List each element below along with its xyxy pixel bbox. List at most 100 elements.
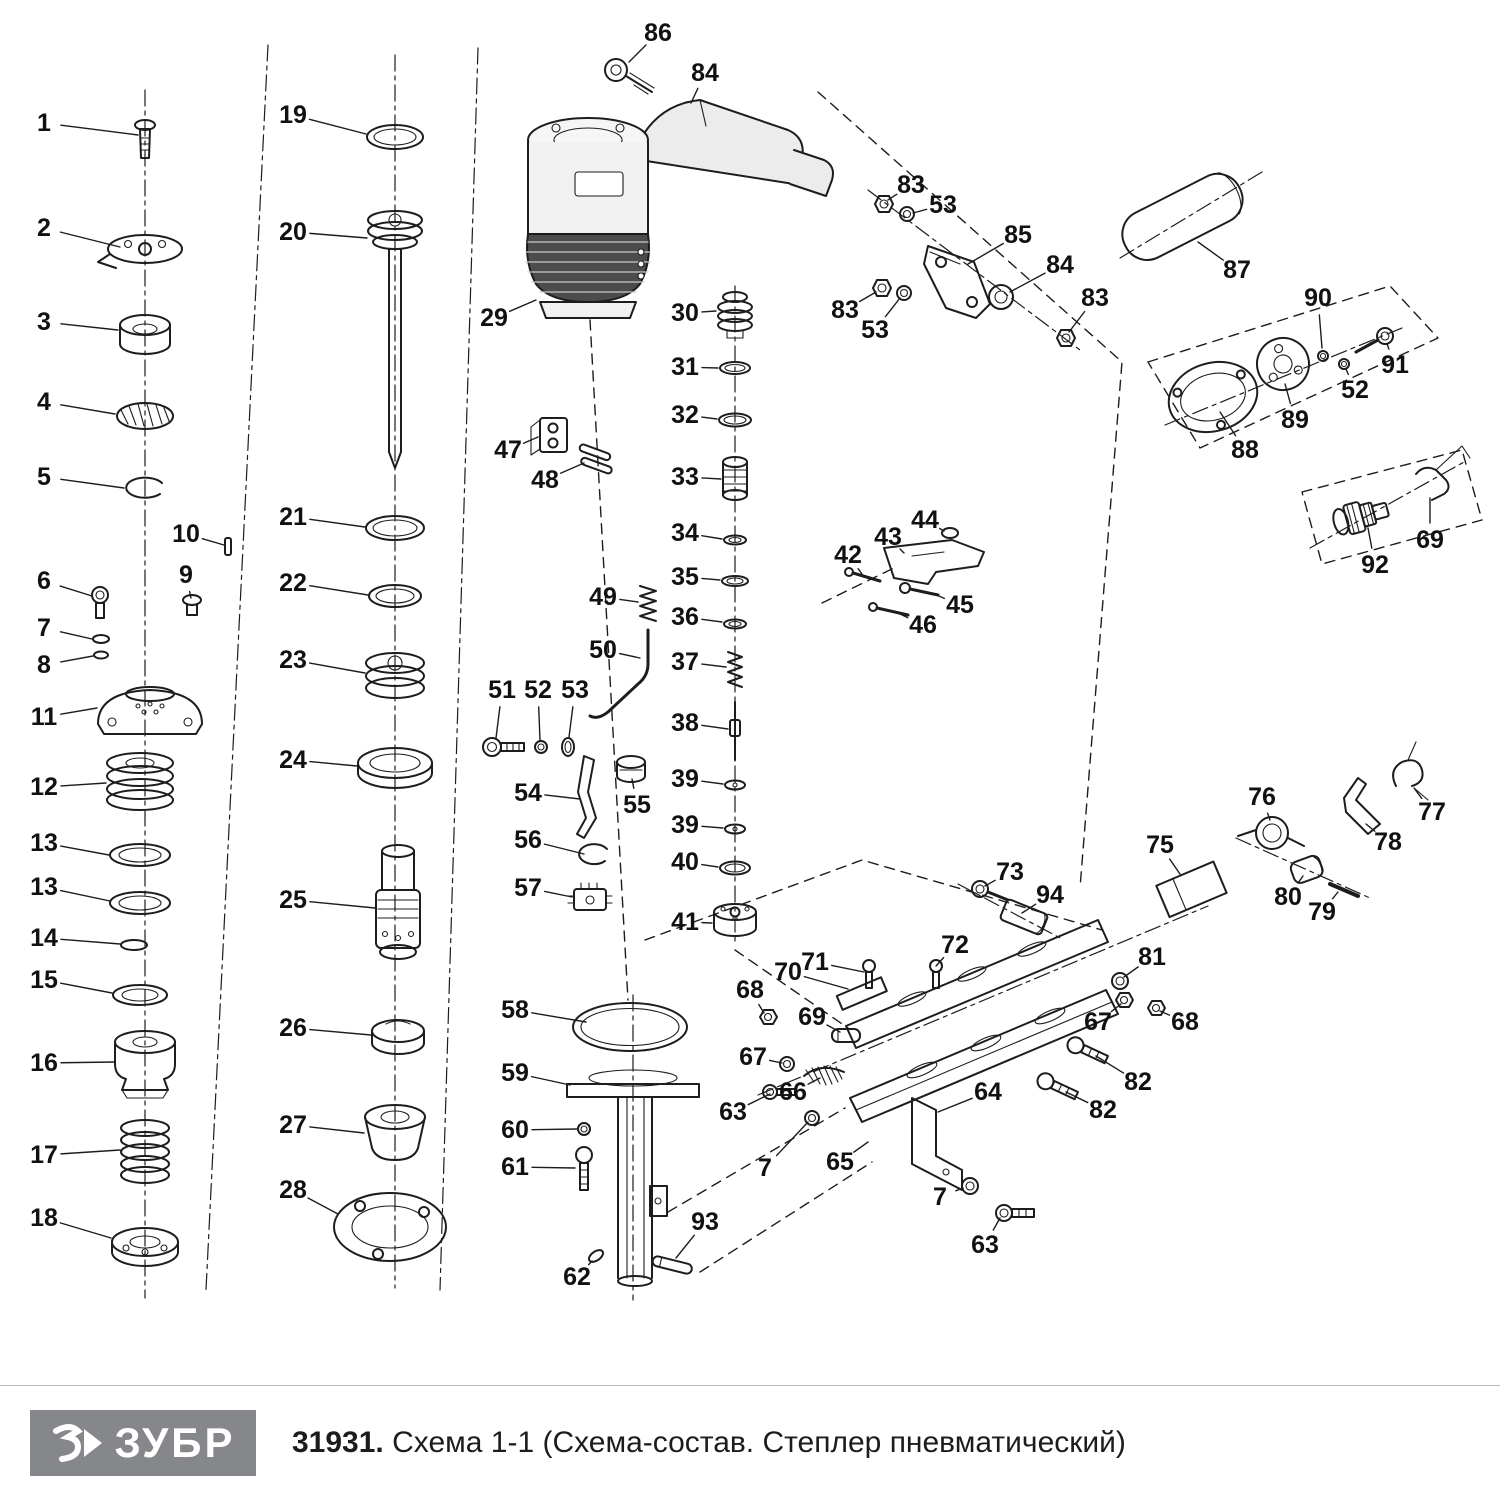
part-88-graphic xyxy=(1167,361,1259,433)
part-number-13: 13 xyxy=(30,873,58,901)
part-18-graphic xyxy=(111,1227,179,1267)
leader-line-58 xyxy=(531,1012,587,1023)
part-77-graphic xyxy=(1392,741,1429,801)
part-19-graphic xyxy=(366,124,424,150)
part-93-graphic xyxy=(651,1255,693,1275)
leader-line-52 xyxy=(1345,368,1350,376)
part-number-63: 63 xyxy=(971,1231,999,1259)
part-number-2: 2 xyxy=(37,214,51,242)
leader-line-80 xyxy=(1297,875,1304,884)
leader-line-24 xyxy=(309,760,358,767)
part-number-79: 79 xyxy=(1308,898,1336,926)
part-6-graphic xyxy=(91,586,109,619)
leader-line-6 xyxy=(59,585,93,597)
part-number-23: 23 xyxy=(279,646,307,674)
part-number-81: 81 xyxy=(1138,943,1166,971)
part-number-92: 92 xyxy=(1361,551,1389,579)
part-80-graphic xyxy=(1289,854,1324,884)
leader-line-84 xyxy=(1009,272,1046,293)
part-number-62: 62 xyxy=(563,1263,591,1291)
part-number-49: 49 xyxy=(589,583,617,611)
part-23-graphic xyxy=(365,652,425,699)
leader-line-91 xyxy=(1386,343,1390,350)
part-number-84: 84 xyxy=(691,59,719,87)
leader-line-93 xyxy=(675,1234,696,1259)
part-29-graphic xyxy=(525,99,834,319)
leader-line-82 xyxy=(1065,1091,1089,1104)
part-79-graphic xyxy=(1328,882,1360,898)
leader-line-7 xyxy=(775,1121,809,1157)
part-51-graphic xyxy=(482,737,525,757)
part-61-graphic xyxy=(575,1146,593,1191)
part-53c-graphic xyxy=(896,285,912,301)
part-number-26: 26 xyxy=(279,1014,307,1042)
part-82a-graphic xyxy=(1066,1036,1110,1065)
leader-line-9 xyxy=(188,590,192,599)
part-15-graphic xyxy=(112,984,168,1006)
part-number-88: 88 xyxy=(1231,436,1259,464)
leader-lines-layer xyxy=(59,44,1431,1266)
leader-line-1 xyxy=(60,124,139,136)
leader-line-53 xyxy=(884,297,901,318)
part-64-graphic xyxy=(911,1097,963,1191)
leader-line-68 xyxy=(758,1003,765,1014)
part-number-35: 35 xyxy=(671,563,699,591)
leader-line-50 xyxy=(618,652,641,659)
leader-line-94 xyxy=(1021,903,1037,914)
part-number-48: 48 xyxy=(531,466,559,494)
part-number-39: 39 xyxy=(671,765,699,793)
part-46-graphic xyxy=(868,602,910,617)
part-number-28: 28 xyxy=(279,1176,307,1204)
part-47-graphic xyxy=(530,417,568,456)
part-number-94: 94 xyxy=(1036,881,1064,909)
part-number-12: 12 xyxy=(30,773,58,801)
part-number-55: 55 xyxy=(623,791,651,819)
leader-line-72 xyxy=(935,956,945,967)
leader-line-27 xyxy=(309,1126,365,1134)
leader-line-33 xyxy=(701,477,722,480)
part-number-41: 41 xyxy=(671,908,699,936)
leader-line-46 xyxy=(897,612,909,619)
part-number-82: 82 xyxy=(1089,1096,1117,1124)
part-43-graphic xyxy=(883,539,985,585)
part-number-9: 9 xyxy=(179,561,193,589)
part-number-44: 44 xyxy=(911,506,939,534)
part-number-54: 54 xyxy=(514,779,542,807)
leader-line-13 xyxy=(60,845,110,856)
part-number-65: 65 xyxy=(826,1148,854,1176)
leader-line-10 xyxy=(201,538,225,546)
part-number-80: 80 xyxy=(1274,883,1302,911)
leader-line-45 xyxy=(933,593,946,600)
part-number-72: 72 xyxy=(941,931,969,959)
part-number-14: 14 xyxy=(30,924,58,952)
part-57-graphic xyxy=(567,882,613,911)
leader-line-84 xyxy=(690,87,699,104)
part-59-graphic xyxy=(566,1069,700,1287)
leader-line-29 xyxy=(508,299,537,313)
part-68b-graphic xyxy=(1147,1000,1166,1016)
leader-line-34 xyxy=(701,535,723,540)
part-45-graphic xyxy=(899,582,940,597)
leader-line-28 xyxy=(307,1197,339,1215)
magazine-lower-rail-graphic xyxy=(849,989,1119,1123)
part-28-graphic xyxy=(333,1192,447,1262)
part-number-53: 53 xyxy=(929,191,957,219)
part-number-60: 60 xyxy=(501,1116,529,1144)
part-number-66: 66 xyxy=(779,1078,807,1106)
part-60-graphic xyxy=(577,1122,591,1136)
leader-line-30 xyxy=(701,310,717,313)
part-number-46: 46 xyxy=(909,611,937,639)
part-66-graphic xyxy=(803,1065,845,1086)
leader-line-82 xyxy=(1095,1055,1125,1074)
leader-line-73 xyxy=(984,879,996,887)
leader-line-43 xyxy=(899,548,905,554)
part-number-71: 71 xyxy=(801,948,829,976)
part-62-graphic xyxy=(587,1249,605,1263)
leader-line-5 xyxy=(60,478,125,489)
part-number-77: 77 xyxy=(1418,798,1446,826)
part-number-83: 83 xyxy=(897,171,925,199)
part-36-graphic xyxy=(723,618,747,630)
part-35-graphic xyxy=(721,575,749,587)
part-number-76: 76 xyxy=(1248,783,1276,811)
